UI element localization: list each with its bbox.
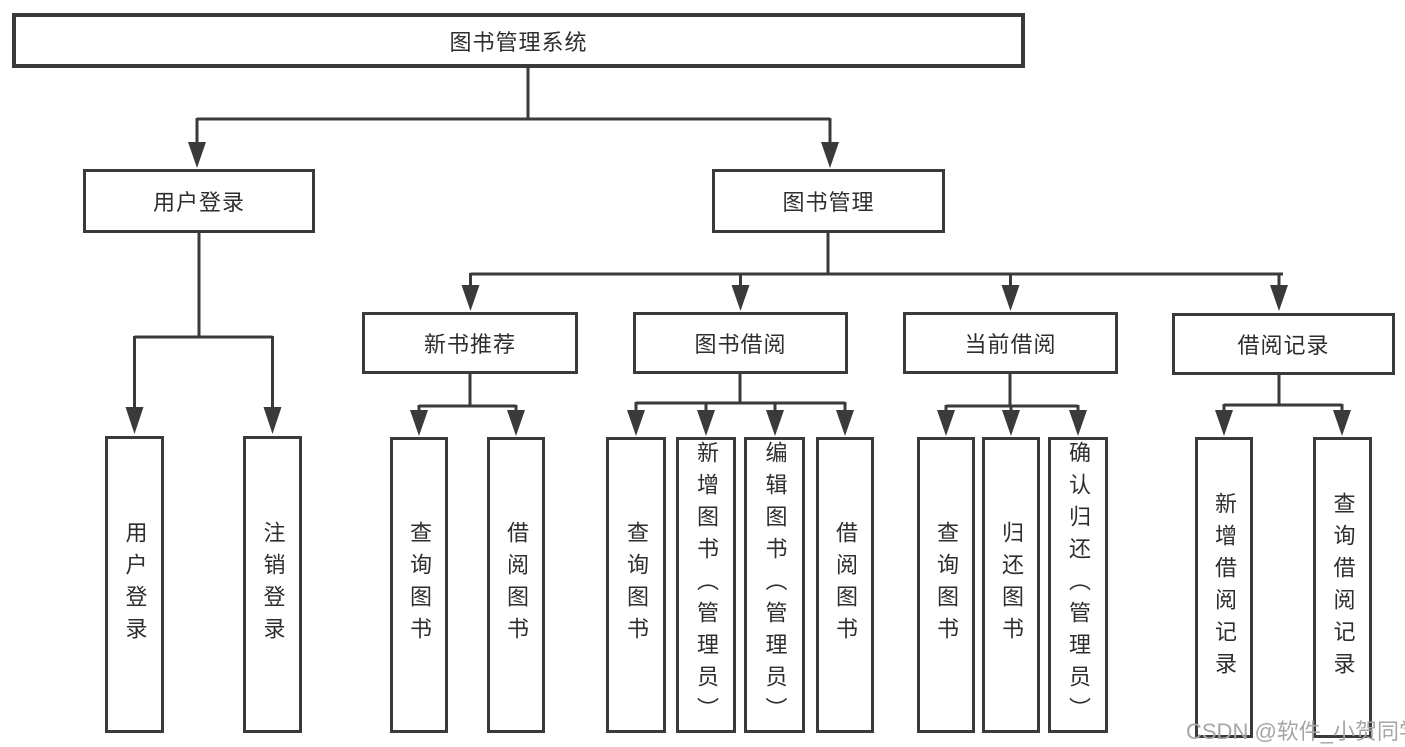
connector-root-to-level2 [188,67,839,168]
leaf-edit-book-admin: 编辑图书（管理员） [744,437,805,733]
node-label: 借阅记录 [1237,333,1330,358]
node-label: 查询图书 [624,521,649,649]
node-book-borrow: 图书借阅 [633,312,848,374]
node-label: 确认归还（管理员） [1066,441,1091,729]
leaf-query-book-borrow: 查询图书 [606,437,666,733]
connector-book-borrow-to-leaves [627,373,854,436]
arrowhead-icon [1002,410,1020,436]
line [944,373,1080,410]
arrowhead-icon [731,285,750,311]
connector-user-login-to-leaves [125,232,282,434]
node-label: 注销登录 [260,520,286,649]
node-label: 图书管理 [782,190,875,215]
node-label: 归还图书 [999,521,1024,649]
node-label: 新增图书（管理员） [694,441,719,729]
node-label: 查询图书 [934,521,959,649]
arrowhead-icon [697,410,715,436]
leaf-add-book-admin: 新增图书（管理员） [676,437,736,733]
arrowhead-icon [461,285,480,311]
node-label: 图书借阅 [694,332,787,357]
leaf-query-book-current: 查询图书 [917,437,975,733]
node-label: 当前借阅 [964,332,1057,357]
arrowhead-icon [410,410,428,436]
arrowhead-icon [1001,285,1020,311]
node-label: 编辑图书（管理员） [762,441,788,729]
leaf-confirm-return-admin: 确认归还（管理员） [1048,437,1108,733]
arrowhead-icon [766,410,784,436]
line [1222,375,1344,410]
arrowhead-icon [937,410,955,436]
leaf-user-login: 用户登录 [105,436,164,733]
arrowhead-icon [627,410,645,436]
connector-new-book-to-leaves [410,373,525,436]
leaf-borrow-book: 借阅图书 [816,437,874,733]
leaf-add-borrow-record: 新增借阅记录 [1195,437,1253,738]
arrowhead-icon [821,142,839,168]
node-borrow-records: 借阅记录 [1172,313,1395,375]
line [195,67,832,142]
arrowhead-icon [1270,285,1288,311]
arrowhead-icon [836,410,854,436]
connector-current-borrow-to-leaves [937,373,1087,436]
node-user-login: 用户登录 [83,169,315,233]
leaf-return-book: 归还图书 [982,437,1040,733]
connector-borrow-records-to-leaves [1215,375,1351,436]
node-label: 图书管理系统 [449,29,588,55]
node-label: 新增借阅记录 [1212,491,1237,684]
node-new-book-recommend: 新书推荐 [362,312,578,374]
arrowhead-icon [263,407,282,434]
node-label: 借阅图书 [504,521,529,649]
leaf-logout: 注销登录 [243,436,302,733]
line [133,232,274,407]
node-library-system: 图书管理系统 [12,13,1025,68]
node-label: 查询图书 [407,521,432,649]
arrowhead-icon [1333,410,1351,436]
arrowhead-icon [125,407,144,434]
arrowhead-icon [1215,410,1233,436]
line [417,373,518,410]
watermark: CSDN @软件_小贺同学 [1186,719,1405,744]
node-label: 查询借阅记录 [1330,491,1356,684]
leaf-query-borrow-record: 查询借阅记录 [1313,437,1372,738]
node-label: 借阅图书 [833,521,858,649]
line [469,232,1283,285]
node-current-borrow: 当前借阅 [903,312,1118,374]
node-label: 用户登录 [152,190,245,215]
arrowhead-icon [188,142,206,168]
node-book-management: 图书管理 [712,169,945,233]
arrowhead-icon [1069,410,1087,436]
leaf-query-book-recommend: 查询图书 [390,437,448,733]
arrowhead-icon [507,410,525,436]
leaf-borrow-book-recommend: 借阅图书 [487,437,545,733]
node-label: 用户登录 [122,520,148,649]
node-label: 新书推荐 [423,332,516,357]
connector-book-mgmt-to-level3 [461,232,1288,311]
line [634,373,847,410]
